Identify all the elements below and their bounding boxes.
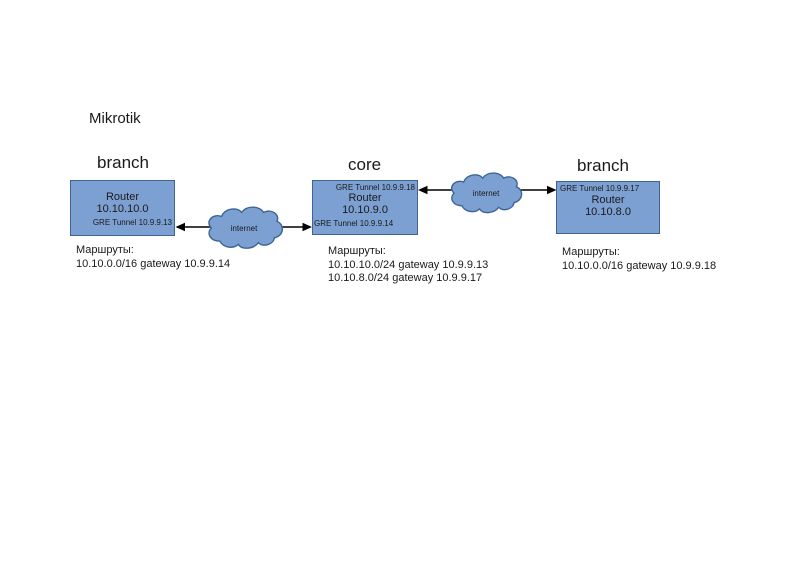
router-name: Router <box>105 191 140 203</box>
router-network: 10.10.8.0 <box>585 206 631 218</box>
routes-heading: Маршруты: <box>328 245 386 257</box>
route-line: 10.10.8.0/24 gateway 10.9.9.17 <box>328 272 483 284</box>
node-label-core: core <box>348 155 382 174</box>
routes-block-branch-left: Маршруты: 10.10.0.0/16 gateway 10.9.9.14 <box>76 244 230 271</box>
node-label-branch-right: branch <box>577 156 629 175</box>
route-line: 10.10.0.0/16 gateway 10.9.9.14 <box>76 257 231 270</box>
gre-tunnel-label: GRE Tunnel 10.9.9.18 <box>335 183 415 192</box>
router-name: Router <box>591 194 625 206</box>
internet-cloud-icon <box>209 207 282 248</box>
router-network: 10.10.10.0 <box>96 203 149 215</box>
route-line: 10.10.10.0/24 gateway 10.9.9.13 <box>328 258 489 271</box>
router-box-branch-left: Router 10.10.10.0 GRE Tunnel 10.9.9.13 <box>70 180 175 236</box>
router-box-core: GRE Tunnel 10.9.9.18 Router 10.10.9.0 GR… <box>312 180 418 235</box>
route-line: 10.10.0.0/16 gateway 10.9.9.18 <box>562 259 717 272</box>
diagram-title: Mikrotik <box>89 110 141 127</box>
router-name: Router <box>348 192 382 204</box>
gre-tunnel-label: GRE Tunnel 10.9.9.13 <box>92 218 172 227</box>
cloud-label: internet <box>473 189 500 198</box>
arrowhead-left-icon <box>175 222 185 232</box>
gre-tunnel-label: GRE Tunnel 10.9.9.14 <box>314 219 394 228</box>
arrowhead-left-icon <box>418 185 428 195</box>
cloud-label: internet <box>231 224 258 233</box>
arrowhead-right-icon <box>547 185 557 195</box>
router-network: 10.10.9.0 <box>342 204 388 216</box>
internet-cloud-icon <box>452 173 522 213</box>
routes-block-core: Маршруты: 10.10.10.0/24 gateway 10.9.9.1… <box>328 245 488 286</box>
routes-heading: Маршруты: <box>562 246 620 258</box>
node-label-branch-left: branch <box>97 153 149 172</box>
gre-tunnel-label: GRE Tunnel 10.9.9.17 <box>560 184 640 193</box>
routes-heading: Маршруты: <box>76 244 134 256</box>
routes-block-branch-right: Маршруты: 10.10.0.0/16 gateway 10.9.9.18 <box>562 246 716 273</box>
router-box-branch-right: GRE Tunnel 10.9.9.17 Router 10.10.8.0 <box>556 181 660 234</box>
arrowhead-right-icon <box>302 222 312 232</box>
